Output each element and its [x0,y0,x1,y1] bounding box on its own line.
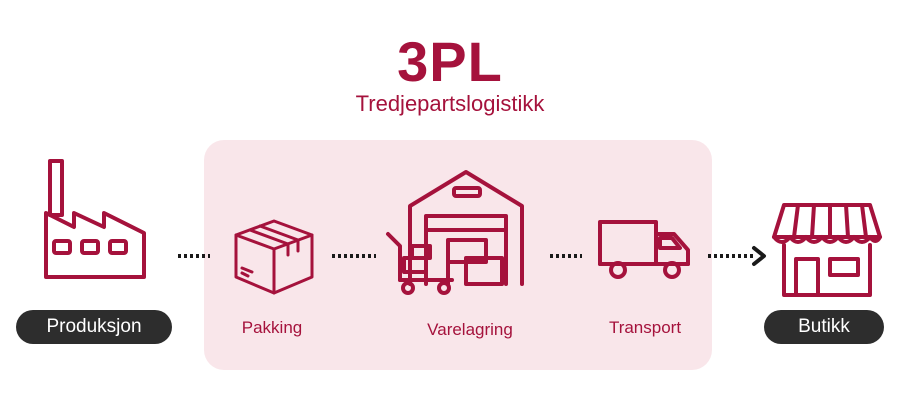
butikk-label: Butikk [764,310,884,344]
truck-icon [598,220,690,279]
package-box-icon [234,219,314,295]
diagram-subtitle: Tredjepartslogistikk [355,91,545,116]
varelagring-label: Varelagring [427,320,513,339]
connector-produksjon-pakking [178,254,210,258]
pakking-label: Pakking [241,318,303,337]
factory-icon [44,159,146,279]
transport-label: Transport [608,318,682,337]
connector-varelagring-transport [550,254,582,258]
connector-pakking-varelagring [332,254,376,258]
produksjon-label: Produksjon [16,310,172,344]
diagram-title: 3PL [397,30,503,93]
store-icon [772,203,882,297]
connector-transport-butikk-arrow [708,246,766,266]
warehouse-icon [386,170,524,295]
